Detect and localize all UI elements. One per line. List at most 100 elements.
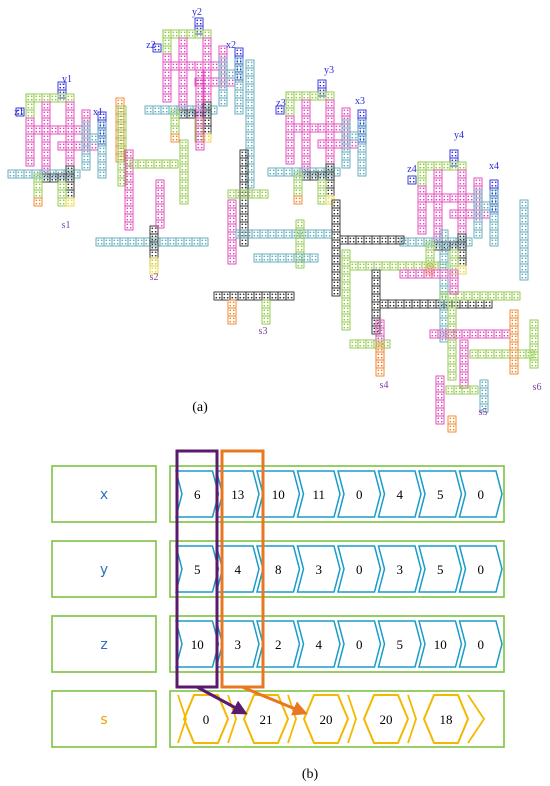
- tile: [245, 75, 255, 85]
- tile-dot: [346, 302, 349, 305]
- tile-dot: [183, 66, 186, 69]
- tile-dot: [196, 19, 199, 22]
- tile-dot: [196, 66, 199, 69]
- tile-dot: [129, 178, 132, 181]
- tile-dot: [204, 50, 207, 53]
- tile-dot: [440, 401, 443, 404]
- tile-dot: [229, 217, 232, 220]
- tile: [519, 239, 529, 249]
- tile-dot: [67, 199, 70, 202]
- tile: [325, 91, 335, 101]
- tile-dot: [204, 82, 207, 85]
- tile-dot: [514, 322, 517, 325]
- arrow-orange: [241, 685, 308, 716]
- tile-dot: [83, 123, 86, 126]
- tile-dot: [309, 169, 312, 172]
- tile-dot: [67, 159, 70, 162]
- tile-dot: [288, 234, 291, 237]
- tile-dot: [181, 176, 184, 179]
- tile-dot: [438, 203, 441, 206]
- tile-dot: [475, 194, 478, 197]
- tile-dot: [184, 149, 187, 152]
- tile: [124, 197, 134, 207]
- tile-dot: [43, 119, 46, 122]
- tile-dot: [223, 78, 226, 81]
- tile-dot: [122, 107, 125, 110]
- tile: [341, 273, 351, 283]
- tile-dot: [145, 242, 148, 245]
- tile-dot: [437, 377, 440, 380]
- tile-dot: [494, 218, 497, 221]
- tile-dot: [43, 103, 46, 106]
- tile: [301, 91, 311, 101]
- tile-dot: [327, 176, 330, 179]
- tile-dot: [197, 95, 200, 98]
- tile-dot: [521, 209, 524, 212]
- arrow-purple: [196, 685, 248, 715]
- row-s-connector: [407, 694, 417, 744]
- tile-dot: [346, 254, 349, 257]
- row-s-tile: [182, 694, 230, 744]
- tile-dot: [346, 121, 349, 124]
- tile-dot: [521, 268, 524, 271]
- tile-dot: [478, 191, 481, 194]
- tile-dot: [427, 254, 430, 257]
- tile: [117, 113, 127, 123]
- tile: [179, 139, 189, 149]
- tile-dot: [330, 192, 333, 195]
- tile-dot: [462, 211, 465, 214]
- tile-dot: [17, 112, 20, 115]
- tile-dot: [346, 153, 349, 156]
- tile-dot: [435, 211, 438, 214]
- tile: [325, 155, 335, 165]
- tile-dot: [30, 154, 33, 157]
- tile-dot: [264, 231, 267, 234]
- tile-dot: [250, 152, 253, 155]
- tile: [341, 151, 351, 161]
- tile-dot: [180, 55, 183, 58]
- tile-dot: [303, 133, 306, 136]
- tile: [427, 299, 437, 309]
- tile-dot: [247, 61, 250, 64]
- tile-dot: [119, 142, 122, 145]
- tile-dot: [441, 311, 444, 314]
- tile-dot: [199, 66, 202, 69]
- tile-dot: [490, 334, 493, 337]
- tile-dot: [122, 110, 125, 113]
- tile-dot: [412, 242, 415, 245]
- tile-dot: [280, 107, 283, 110]
- tile-dot: [27, 146, 30, 149]
- tile: [519, 223, 529, 233]
- tile-dot: [360, 237, 363, 240]
- tile-dot: [435, 214, 438, 217]
- tile-dot: [119, 118, 122, 121]
- tile: [285, 99, 295, 109]
- row-s-connector: [177, 694, 187, 744]
- tile-dot: [35, 98, 38, 101]
- tile-dot: [452, 360, 455, 363]
- tile-dot: [46, 159, 49, 162]
- tile: [357, 127, 367, 137]
- tile-dot: [362, 169, 365, 172]
- tile-dot: [485, 301, 488, 304]
- tile-dot: [494, 192, 497, 195]
- tile-dot: [431, 334, 434, 337]
- tile-dot: [164, 98, 167, 101]
- tile-dot: [419, 190, 422, 193]
- tile-dot: [38, 199, 41, 202]
- tile-dot: [175, 130, 178, 133]
- tile-dot: [330, 125, 333, 128]
- tile-dot: [434, 331, 437, 334]
- tile-dot: [160, 200, 163, 203]
- tile: [234, 57, 244, 67]
- tile-dot: [154, 270, 157, 273]
- tile: [253, 291, 263, 301]
- tile-dot: [78, 127, 81, 130]
- tile-dot: [119, 107, 122, 110]
- tile-dot: [263, 293, 266, 296]
- tile-dot: [333, 292, 336, 295]
- tile-dot: [27, 114, 30, 117]
- tile-dot: [368, 237, 371, 240]
- tile-dot: [78, 143, 81, 146]
- tile-dot: [433, 271, 436, 274]
